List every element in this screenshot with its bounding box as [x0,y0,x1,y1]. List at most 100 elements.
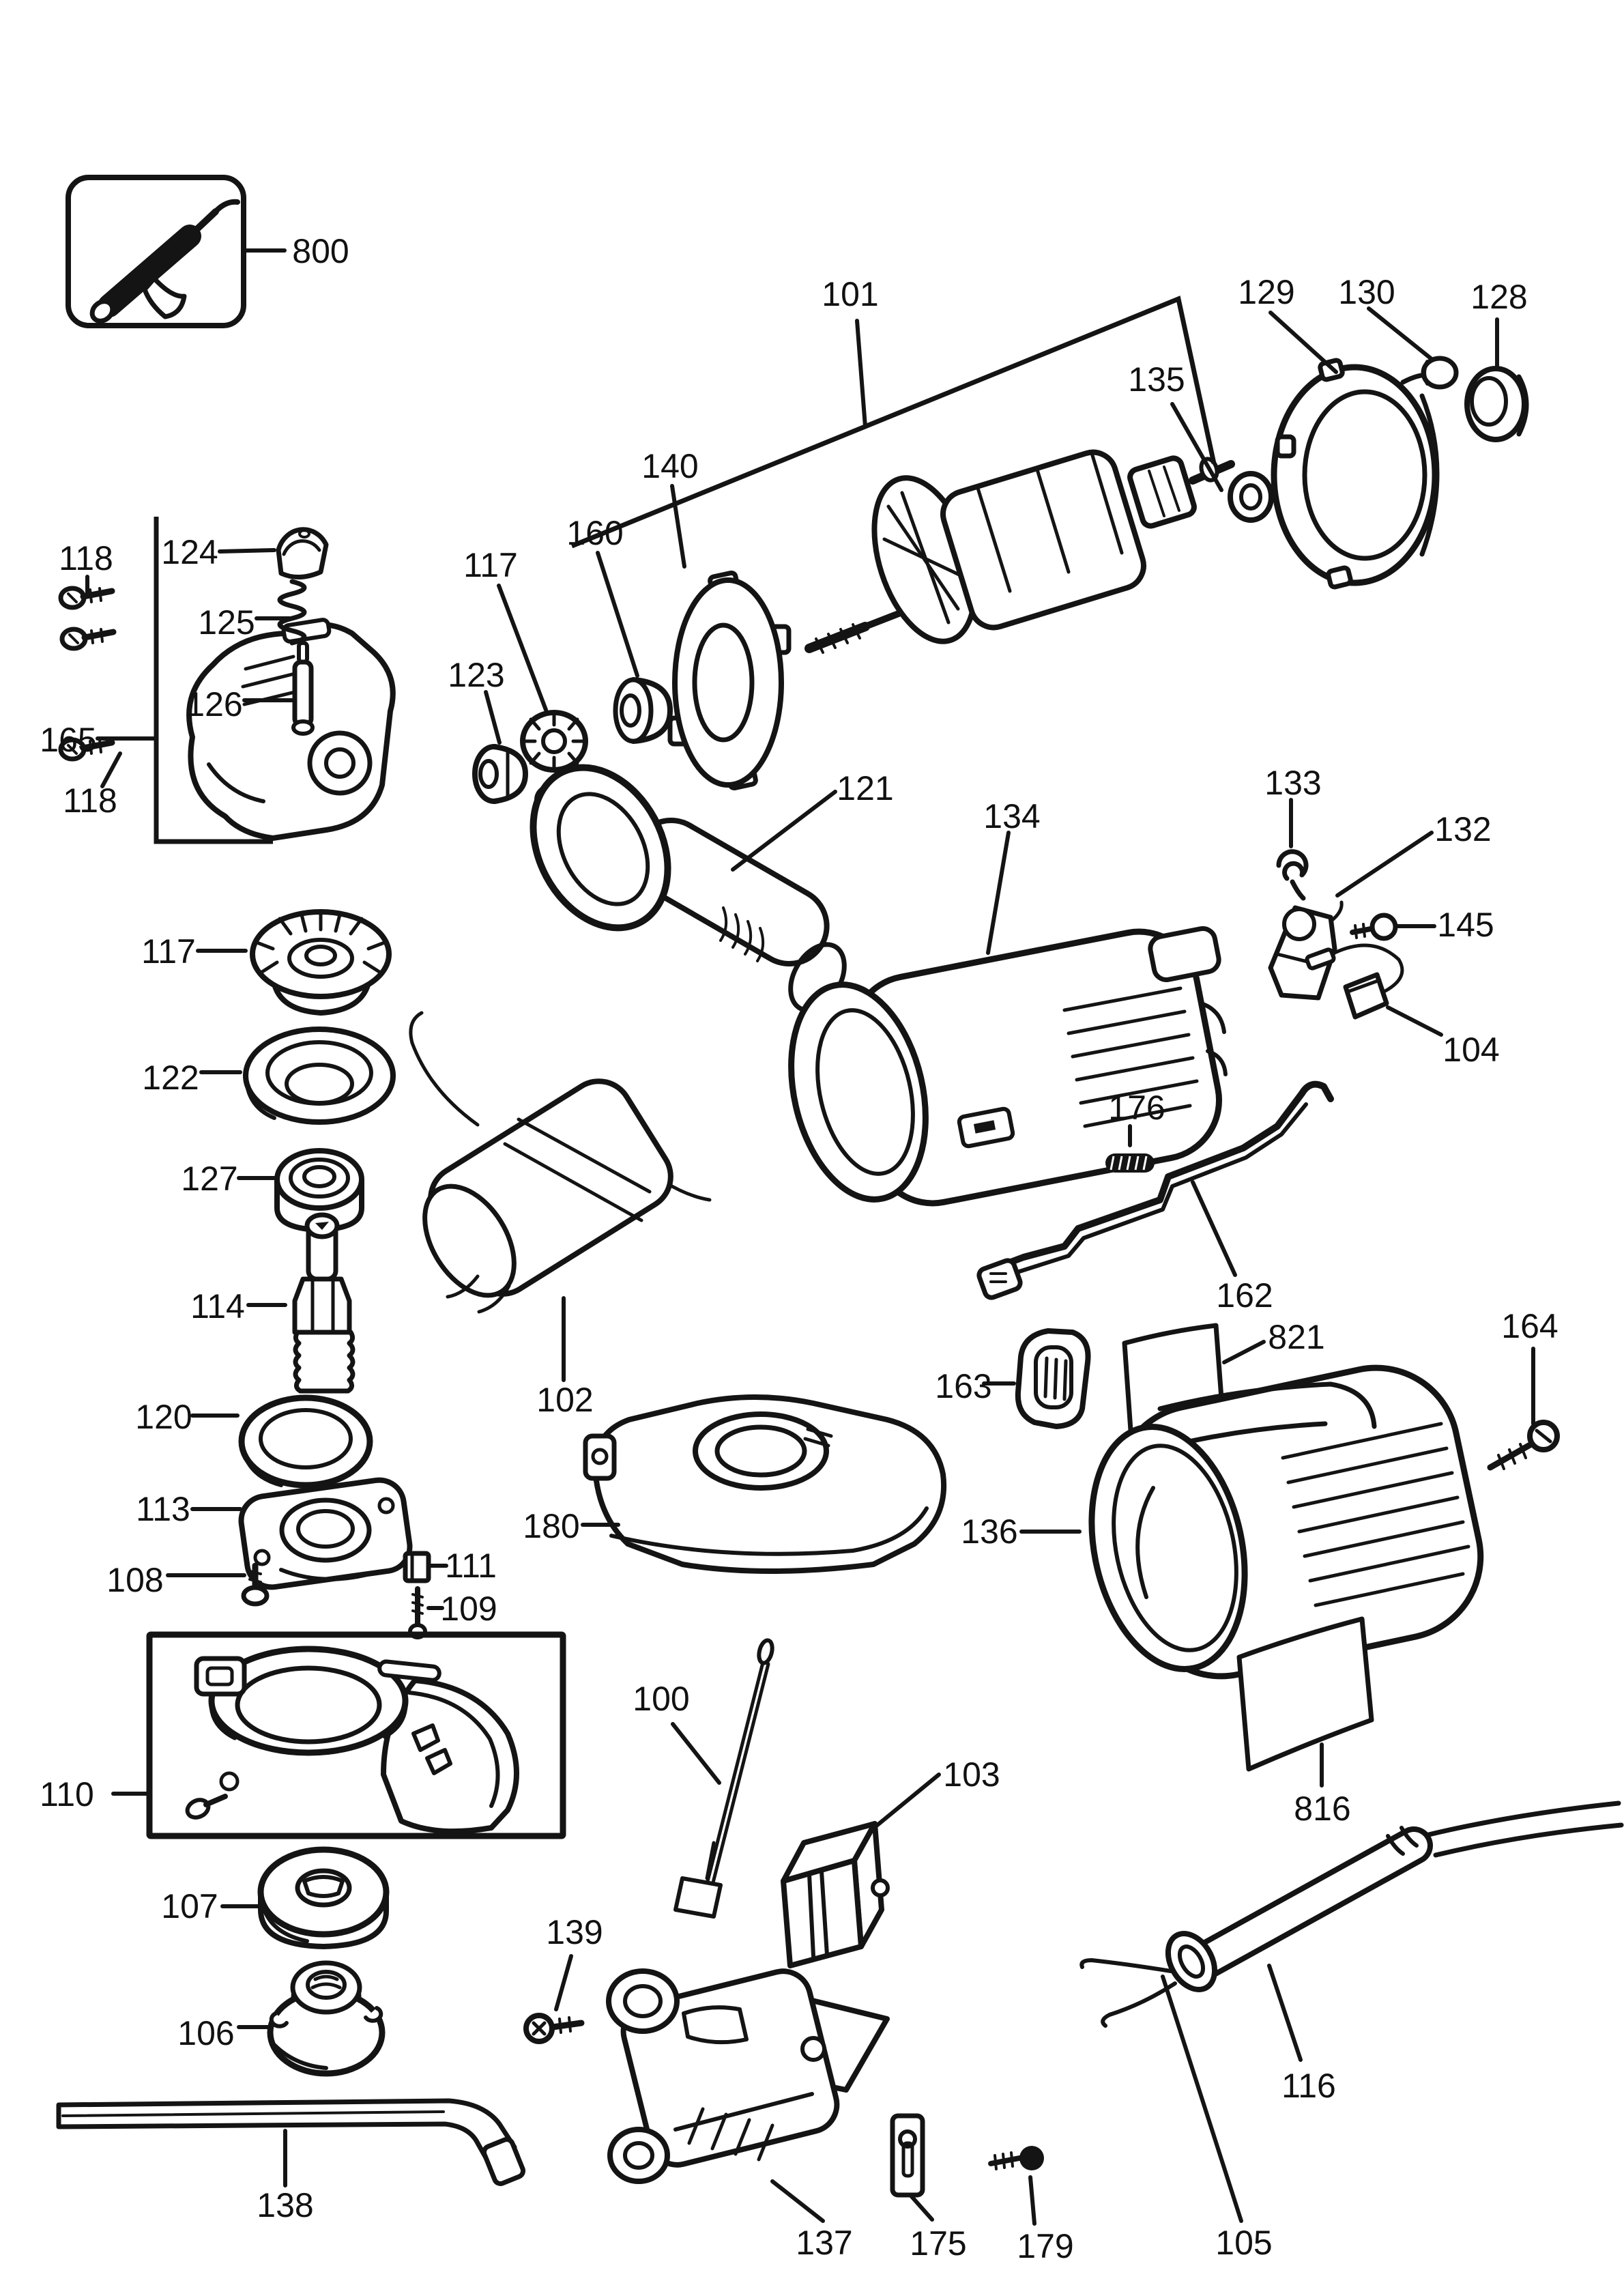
part-number-102: 102 [536,1381,593,1419]
part-label-128-5: 128 [1470,278,1528,371]
part-number-821: 821 [1268,1318,1324,1356]
part-label-122-23: 122 [142,1059,242,1097]
part-number-160: 160 [566,514,623,552]
pinion-gear-drawing [520,710,588,773]
part-label-140-6: 140 [641,447,699,569]
part-label-800-0: 800 [242,232,349,270]
leader-line-132 [1335,831,1434,898]
carbon-brush-drawing [1305,943,1404,1020]
leader-line-139 [554,1954,573,2011]
part-label-145-20: 145 [1395,906,1494,944]
part-number-113: 113 [136,1490,190,1528]
hex-wrench-drawing [56,2098,526,2186]
bearing-cover-drawing [1271,358,1440,590]
part-label-114-25: 114 [190,1287,287,1325]
part-number-122: 122 [142,1059,199,1097]
part-number-123: 123 [448,656,504,694]
part-number-162: 162 [1216,1276,1273,1315]
spindle-drawing [292,1212,356,1394]
leader-line-118 [100,751,122,788]
part-number-118: 118 [59,539,113,577]
part-number-110: 110 [40,1775,94,1813]
part-label-124-10: 124 [161,533,276,571]
side-handle-drawing [530,764,847,1013]
part-label-125-11: 125 [198,603,291,642]
part-number-118: 118 [63,781,117,820]
part-label-103-41: 103 [869,1755,1000,1833]
leader-line-117 [497,584,548,712]
part-label-118-15: 118 [63,751,122,820]
screw-145-drawing [1350,913,1398,941]
lock-plate-175-drawing [890,2113,925,2198]
part-number-101: 101 [822,275,878,313]
part-label-816-33: 816 [1294,1742,1351,1828]
part-label-160-7: 160 [566,514,639,678]
part-number-128: 128 [1470,278,1527,316]
part-number-125: 125 [198,603,255,642]
part-number-138: 138 [257,2186,313,2224]
retainer-ring-drawing [1464,366,1529,442]
part-number-140: 140 [641,447,698,485]
part-label-135-2: 135 [1128,360,1223,492]
dished-washer-drawing [243,1027,396,1125]
bearing-plate-113-drawing [238,1477,413,1590]
part-number-145: 145 [1437,906,1494,944]
part-label-134-17: 134 [983,797,1041,955]
lock-spring-176-drawing [1105,1153,1155,1173]
leader-line-116 [1267,1964,1303,2062]
part-number-176: 176 [1108,1089,1165,1127]
square-nut-111-drawing [403,1551,431,1583]
part-label-139-45: 139 [546,1913,603,2011]
leader-line-821 [1222,1340,1266,1364]
backing-flange-drawing [257,1846,390,1949]
part-number-175: 175 [910,2224,966,2263]
switch-103-drawing [781,1821,890,1968]
brush-cap-drawing [276,527,329,579]
part-number-137: 137 [796,2224,852,2262]
part-number-164: 164 [1501,1307,1558,1345]
clamp-washer-drawing [667,570,792,791]
part-label-117-22: 117 [141,932,248,971]
part-number-135: 135 [1128,360,1185,399]
guard-clamp-kit-drawing [185,1646,519,1835]
screw-179-drawing [988,2146,1044,2170]
screws-118-drawing [58,586,117,762]
retaining-ring-120-drawing [238,1394,373,1489]
leader-line-162 [1191,1180,1237,1277]
part-label-105-50: 105 [1161,1975,1273,2262]
part-number-127: 127 [181,1160,237,1198]
part-label-133-18: 133 [1264,764,1322,848]
leader-line-179 [1028,2175,1036,2226]
part-label-132-19: 132 [1335,810,1492,898]
part-label-821-30: 821 [1222,1318,1325,1364]
part-label-129-3: 129 [1238,273,1338,374]
slider-rod-drawing [976,1080,1334,1300]
part-label-109-38: 109 [426,1590,497,1628]
part-label-176-27: 176 [1108,1089,1165,1147]
part-label-127-24: 127 [181,1160,278,1198]
part-label-102-26: 102 [536,1296,594,1419]
part-label-104-21: 104 [1386,1005,1500,1069]
brush-holder-132-drawing [1268,900,1344,1001]
group-line-101 [570,296,1217,549]
part-label-106-43: 106 [177,2014,271,2052]
part-number-133: 133 [1264,764,1321,802]
part-label-164-31: 164 [1501,1307,1558,1426]
part-number-179: 179 [1017,2227,1073,2265]
leader-line-104 [1386,1005,1443,1037]
wheel-guard-drawing [583,1394,947,1574]
leader-line-134 [986,831,1011,955]
part-label-117-8: 117 [463,546,548,712]
part-number-109: 109 [440,1590,497,1628]
part-number-103: 103 [943,1755,1000,1794]
brush-spring-133-drawing [1276,849,1309,901]
bracket-165 [154,517,273,844]
leader-line-160 [596,551,639,678]
part-number-105: 105 [1215,2224,1272,2262]
part-label-175-47: 175 [908,2193,967,2263]
leader-line-100 [671,1722,721,1785]
part-label-118-13: 118 [59,539,113,594]
part-number-114: 114 [190,1287,245,1325]
